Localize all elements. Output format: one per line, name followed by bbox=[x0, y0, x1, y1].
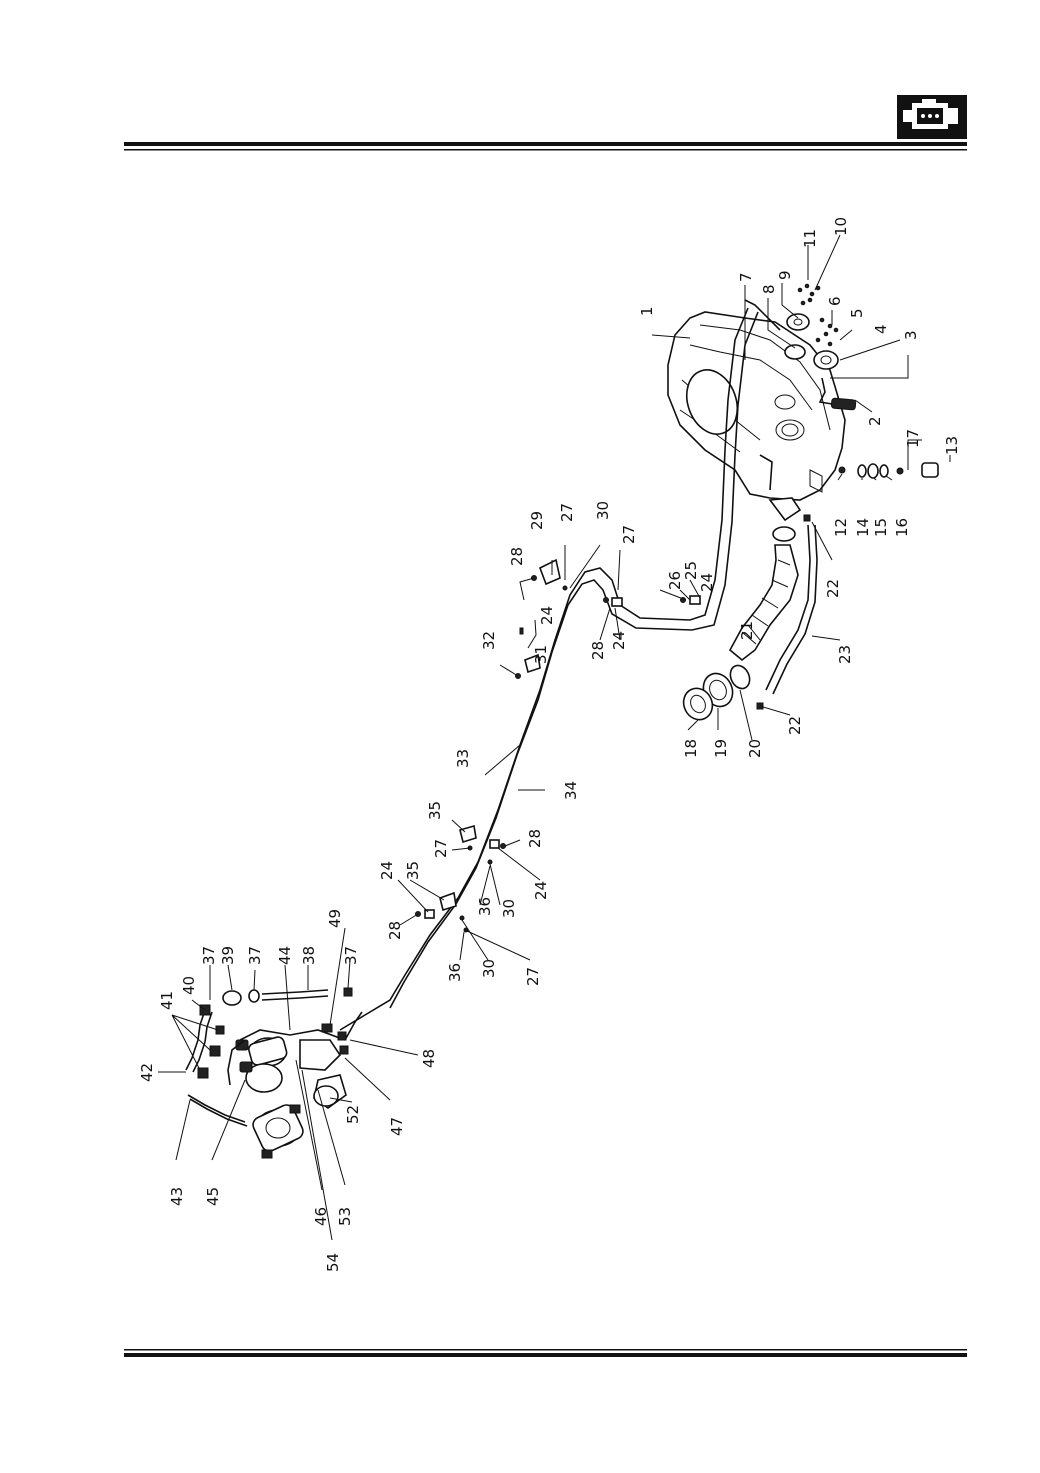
callout-35b: 35 bbox=[404, 861, 422, 880]
callout-37b: 37 bbox=[246, 946, 264, 965]
callout-43: 43 bbox=[168, 1187, 186, 1206]
engine-icon bbox=[897, 95, 967, 139]
callout-1: 1 bbox=[638, 306, 656, 316]
header bbox=[124, 95, 967, 151]
callout-8: 8 bbox=[760, 284, 778, 294]
screws-9-11 bbox=[797, 283, 839, 347]
callout-28a: 28 bbox=[589, 641, 607, 660]
callouts: 1 2 3 4 5 6 7 8 9 10 11 12 13 14 15 16 1… bbox=[138, 217, 961, 1272]
callout-33: 33 bbox=[454, 749, 472, 768]
callout-2: 2 bbox=[866, 416, 884, 426]
callout-27c: 27 bbox=[432, 839, 450, 858]
callout-24d: 24 bbox=[532, 881, 550, 900]
callout-24a: 24 bbox=[698, 573, 716, 592]
callout-24b: 24 bbox=[610, 631, 628, 650]
callout-25: 25 bbox=[682, 561, 700, 580]
callout-16: 16 bbox=[893, 518, 911, 537]
callout-29: 29 bbox=[528, 511, 546, 530]
callout-27b: 27 bbox=[558, 503, 576, 522]
callout-23: 23 bbox=[836, 645, 854, 664]
callout-35a: 35 bbox=[426, 801, 444, 820]
callout-6: 6 bbox=[826, 296, 844, 306]
callout-14: 14 bbox=[854, 518, 872, 537]
callout-22a: 22 bbox=[824, 579, 842, 598]
callout-15: 15 bbox=[872, 518, 890, 537]
hose-40-42-fittings bbox=[185, 1004, 225, 1079]
callout-54: 54 bbox=[324, 1253, 342, 1272]
callout-36a: 36 bbox=[476, 897, 494, 916]
callout-38: 38 bbox=[300, 946, 318, 965]
callout-28b: 28 bbox=[508, 547, 526, 566]
callout-41: 41 bbox=[158, 991, 176, 1010]
callout-27a: 27 bbox=[620, 525, 638, 544]
drain-plug-parts bbox=[838, 462, 939, 479]
callout-24e: 24 bbox=[378, 861, 396, 880]
callout-24c: 24 bbox=[538, 606, 556, 625]
callout-44: 44 bbox=[276, 946, 294, 965]
callout-19: 19 bbox=[712, 739, 730, 758]
fuel-tank bbox=[667, 299, 846, 501]
fuel-pipes bbox=[339, 307, 759, 1031]
callout-36b: 36 bbox=[446, 963, 464, 982]
footer bbox=[124, 1349, 967, 1357]
callout-52: 52 bbox=[344, 1105, 362, 1124]
callout-17: 17 bbox=[904, 429, 922, 448]
callout-11: 11 bbox=[801, 229, 819, 248]
callout-40: 40 bbox=[180, 976, 198, 995]
callout-37a: 37 bbox=[342, 946, 360, 965]
callout-28c: 28 bbox=[526, 829, 544, 848]
callout-26: 26 bbox=[666, 571, 684, 590]
hose-38-fittings bbox=[222, 987, 353, 1006]
sender-unit-parts bbox=[784, 283, 857, 411]
callout-27d: 27 bbox=[524, 967, 542, 986]
callout-42: 42 bbox=[138, 1063, 156, 1082]
callout-31: 31 bbox=[532, 645, 550, 664]
callout-21: 21 bbox=[738, 621, 756, 640]
callout-12: 12 bbox=[832, 518, 850, 537]
callout-20: 20 bbox=[746, 739, 764, 758]
callout-32: 32 bbox=[480, 631, 498, 650]
callout-34: 34 bbox=[562, 781, 580, 800]
header-rule-thin bbox=[124, 149, 967, 151]
callout-4: 4 bbox=[872, 324, 890, 334]
callout-30c: 30 bbox=[480, 959, 498, 978]
callout-49: 49 bbox=[326, 909, 344, 928]
callout-45: 45 bbox=[204, 1187, 222, 1206]
header-rule-thick bbox=[124, 142, 967, 146]
callout-28d: 28 bbox=[386, 921, 404, 940]
callout-18: 18 bbox=[682, 739, 700, 758]
callout-39: 39 bbox=[219, 946, 237, 965]
leader-lines bbox=[158, 234, 951, 1241]
callout-3: 3 bbox=[902, 330, 920, 340]
filter-housing-45 bbox=[252, 1104, 304, 1159]
filler-neck bbox=[682, 497, 818, 721]
footer-rule-thin bbox=[124, 1349, 967, 1351]
hose-43 bbox=[187, 1094, 248, 1127]
footer-rule-thick bbox=[124, 1353, 967, 1357]
pipe-clips bbox=[415, 558, 701, 933]
callout-30a: 30 bbox=[594, 501, 612, 520]
callout-53: 53 bbox=[336, 1207, 354, 1226]
callout-30b: 30 bbox=[500, 899, 518, 918]
callout-37c: 37 bbox=[200, 946, 218, 965]
callout-10: 10 bbox=[832, 217, 850, 236]
callout-5: 5 bbox=[848, 308, 866, 318]
callout-46: 46 bbox=[312, 1207, 330, 1226]
callout-22b: 22 bbox=[786, 716, 804, 735]
callout-47: 47 bbox=[388, 1117, 406, 1136]
callout-9: 9 bbox=[776, 270, 794, 280]
callout-13: 13 bbox=[943, 436, 961, 455]
fuel-filter-assembly bbox=[185, 987, 363, 1159]
callout-48: 48 bbox=[420, 1049, 438, 1068]
callout-7: 7 bbox=[737, 272, 755, 282]
